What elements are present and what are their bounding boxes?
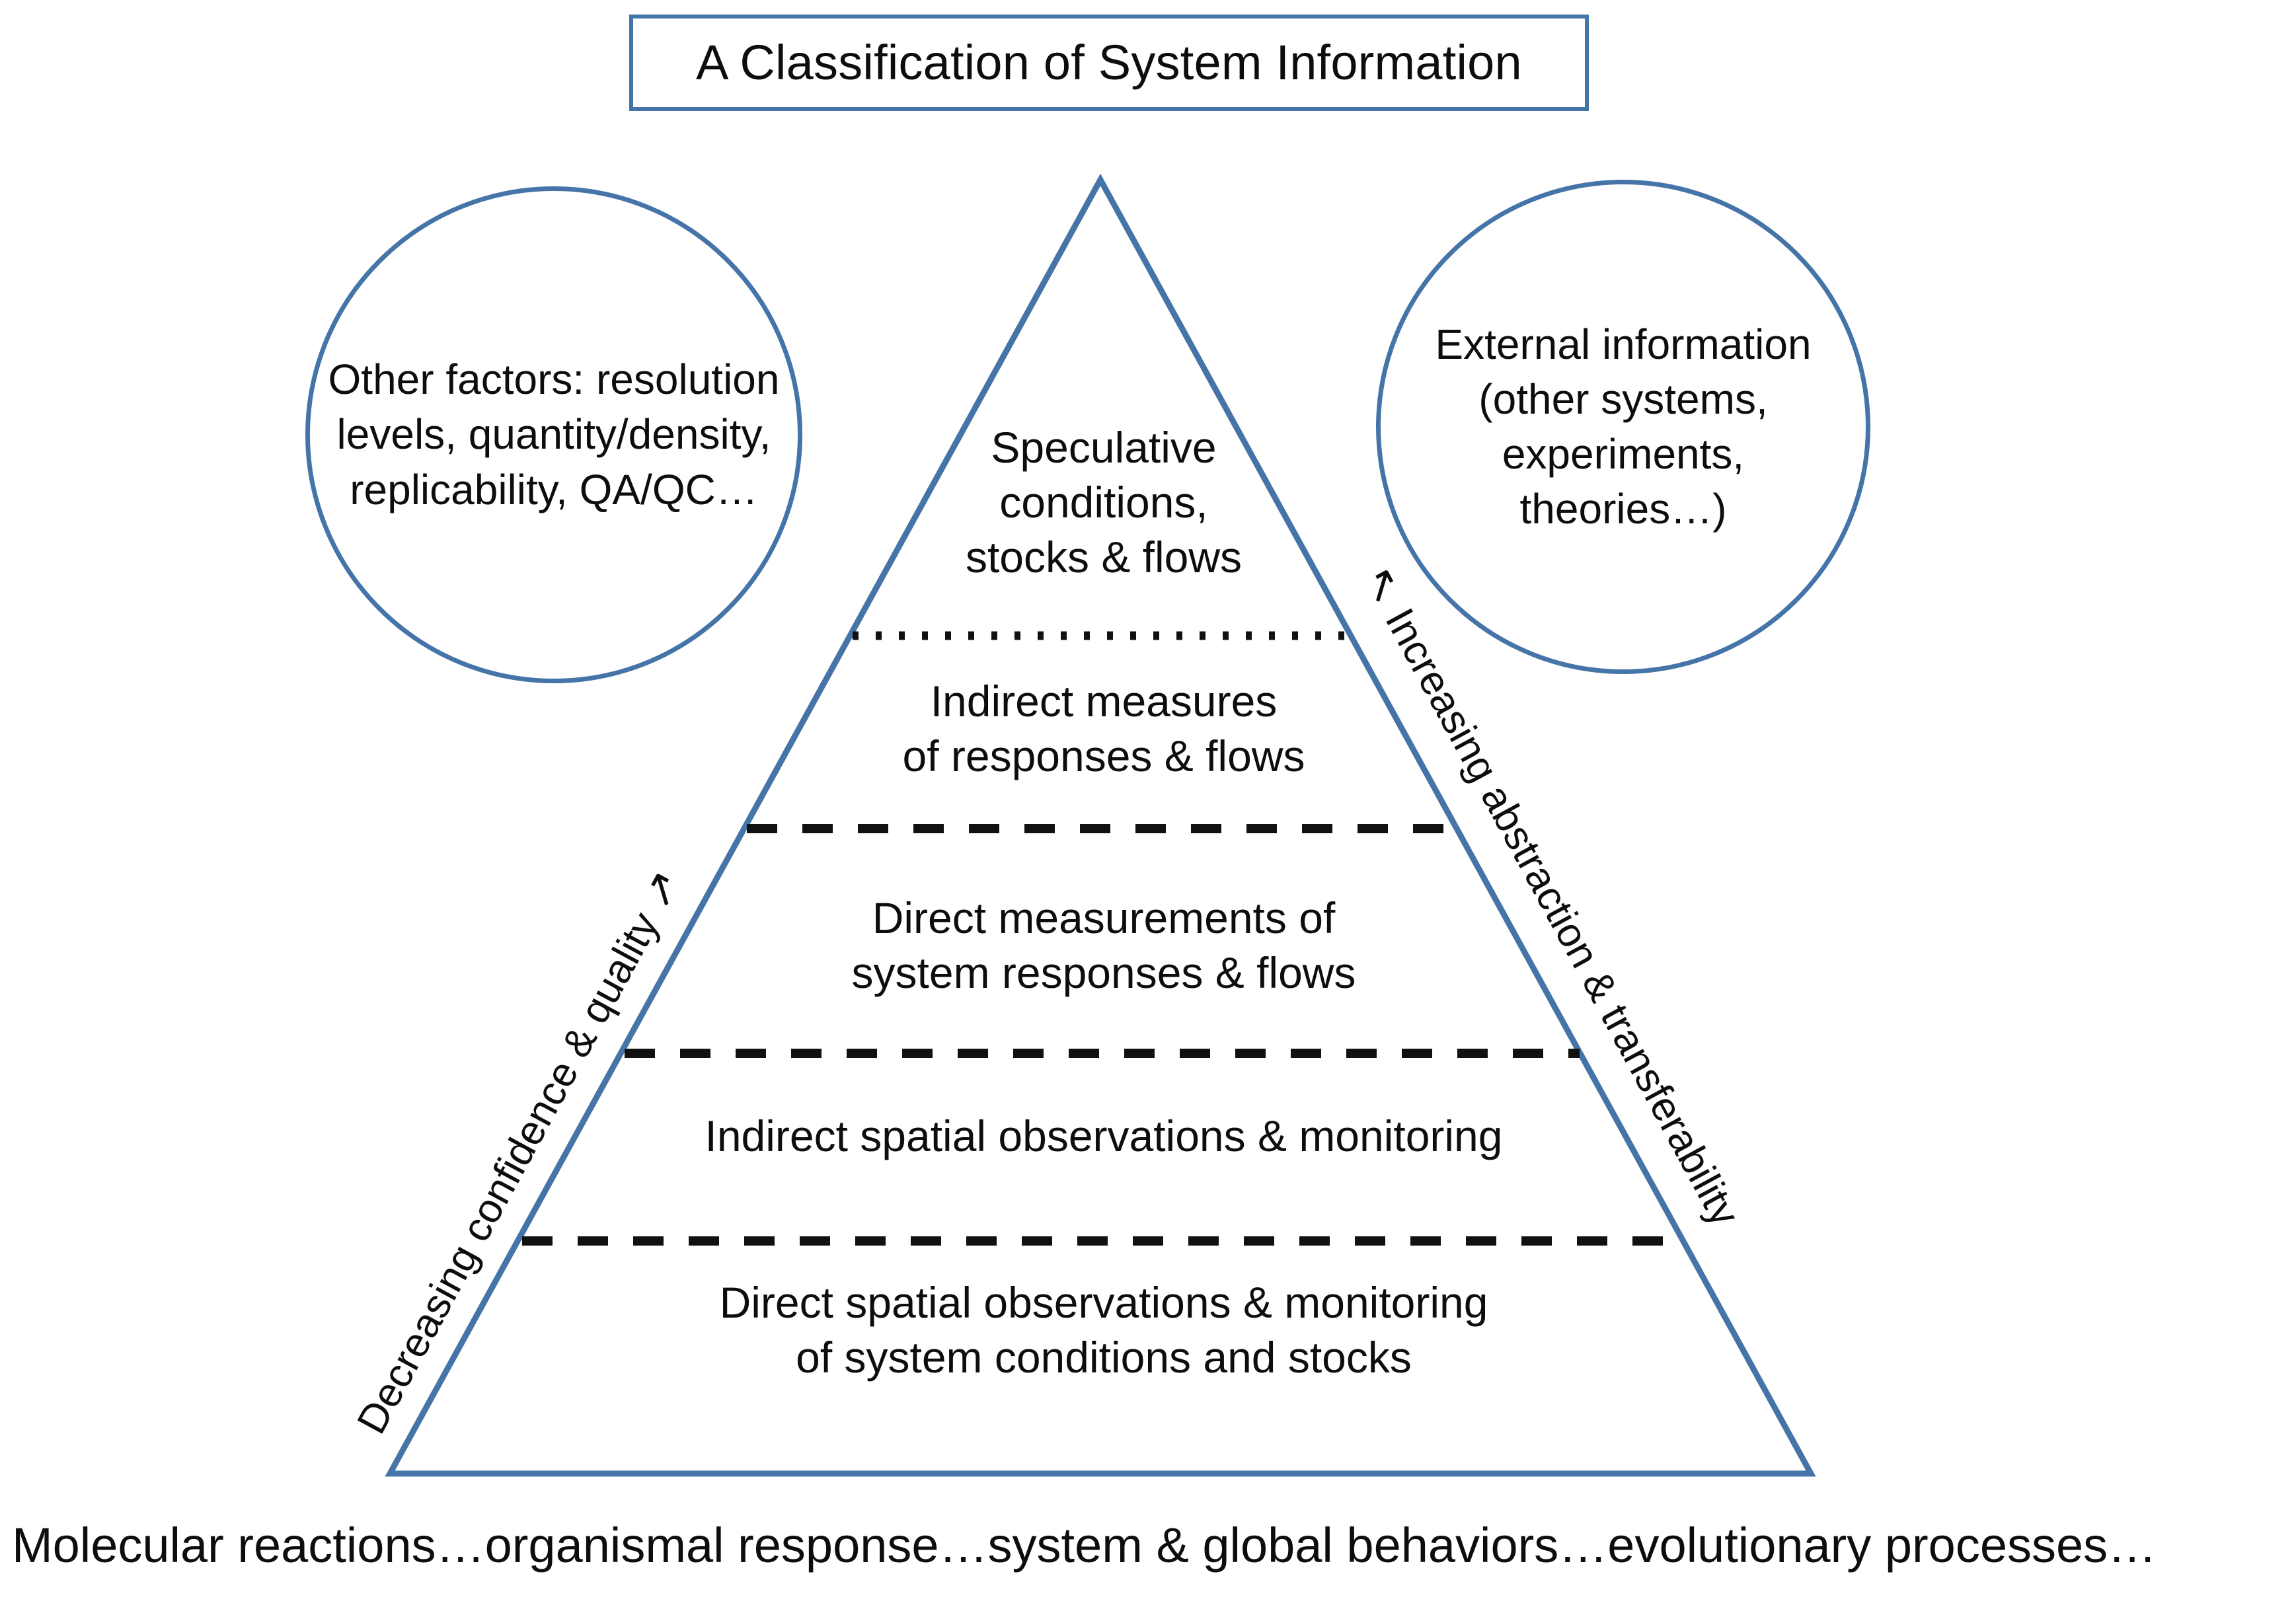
tier-label-direct-spatial: Direct spatial observations & monitoring… <box>719 1278 1488 1382</box>
bubble-other-factors: Other factors: resolution levels, quanti… <box>305 186 802 683</box>
tier-label-indirect-spatial: Indirect spatial observations & monitori… <box>705 1111 1503 1160</box>
bubble-other-factors-label: Other factors: resolution levels, quanti… <box>328 356 780 513</box>
tier-label-direct-measurements: Direct measurements of system responses … <box>851 893 1356 998</box>
tier-label-indirect-measures: Indirect measures of responses & flows <box>902 677 1305 781</box>
bubble-external-information-label: External information (other systems, exp… <box>1435 320 1812 533</box>
tier-label-speculative: Speculative conditions, stocks & flows <box>965 423 1243 582</box>
page-title: A Classification of System Information <box>696 35 1522 91</box>
title-box: A Classification of System Information <box>629 15 1589 111</box>
bubble-external-information: External information (other systems, exp… <box>1376 180 1870 674</box>
bottom-caption: Molecular reactions…organismal response…… <box>12 1518 2157 1573</box>
